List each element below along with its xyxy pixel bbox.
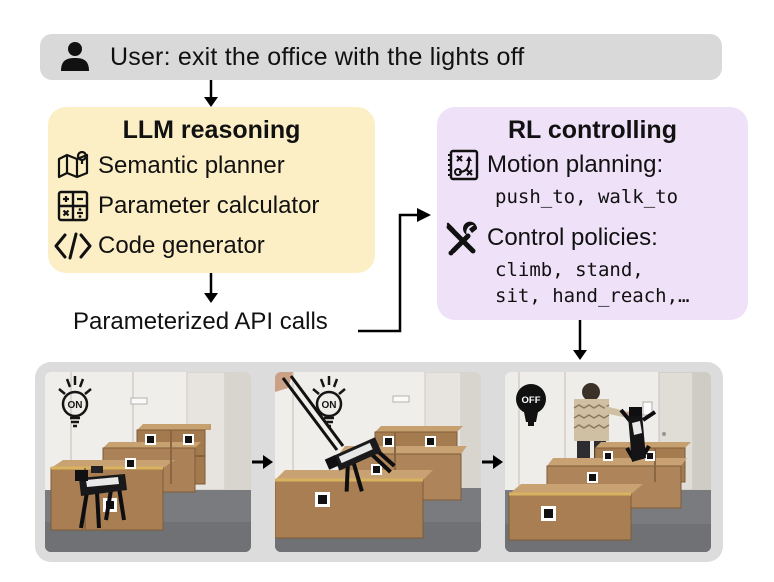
- april-tag: [315, 436, 436, 507]
- user-instruction-text: User: exit the office with the lights of…: [110, 42, 525, 71]
- user-instruction-bar: User: exit the office with the lights of…: [40, 34, 722, 80]
- robot-quadruped: [324, 437, 396, 492]
- api-calls-label: Parameterized API calls: [73, 308, 328, 335]
- tools-icon: [437, 220, 487, 256]
- llm-item-label: Parameter calculator: [98, 192, 320, 219]
- rl-item-control-policies: Control policies:: [437, 219, 748, 257]
- robot-upright: [619, 407, 657, 462]
- llm-item-code-generator: Code generator: [48, 226, 375, 266]
- leash: [275, 372, 345, 451]
- experiment-photo-strip: ON: [35, 362, 723, 562]
- handler-hand: [275, 372, 293, 392]
- arrow-user-to-llm: [204, 80, 218, 107]
- rl-box-title: RL controlling: [508, 116, 677, 144]
- llm-item-label: Semantic planner: [98, 152, 285, 179]
- calculator-icon: [48, 189, 98, 223]
- arrow-photo1-to-photo2: [251, 453, 275, 471]
- rl-item-label: Motion planning:: [487, 151, 664, 178]
- arrow-llm-to-api: [204, 273, 218, 303]
- llm-box-title: LLM reasoning: [122, 116, 301, 144]
- person-icon: [61, 42, 89, 71]
- strategy-icon: [437, 148, 487, 182]
- code-icon: [48, 232, 98, 260]
- motion-planning-apis: push_to, walk_to: [495, 186, 679, 208]
- lightbulb-on-icon: ON: [312, 376, 346, 428]
- rl-item-motion-planning: Motion planning:: [437, 146, 748, 184]
- rl-item-label: Control policies:: [487, 224, 658, 251]
- arrow-api-to-rl: [358, 208, 431, 333]
- control-policy-apis-line2: sit, hand_reach,…: [495, 285, 690, 307]
- lightbulb-on-icon: ON: [58, 376, 92, 428]
- control-policy-apis-line1: climb, stand,: [495, 259, 644, 281]
- photo-frame-2: ON: [275, 372, 481, 552]
- wall-panel: [130, 397, 148, 405]
- llm-reasoning-box: LLM reasoning Semantic planner: [48, 107, 375, 273]
- box-stairs: [50, 424, 211, 531]
- wall-panel: [392, 395, 410, 403]
- light-status-label: ON: [322, 400, 337, 411]
- light-status-label: OFF: [522, 395, 541, 406]
- lightbulb-off-icon: OFF: [516, 384, 546, 426]
- map-icon: [48, 150, 98, 182]
- door-handle: [662, 432, 666, 436]
- arrow-rl-to-photos: [573, 320, 587, 360]
- llm-item-semantic-planner: Semantic planner: [48, 146, 375, 186]
- llm-item-parameter-calculator: Parameter calculator: [48, 186, 375, 226]
- llm-item-label: Code generator: [98, 232, 265, 259]
- robot-quadruped: [75, 466, 127, 529]
- rl-controlling-box: RL controlling: [437, 107, 748, 320]
- arrow-photo2-to-photo3: [481, 453, 505, 471]
- photo-frame-1: ON: [45, 372, 251, 552]
- april-tag: [541, 451, 655, 521]
- photo-frame-3: OFF: [505, 372, 711, 552]
- box-stairs: [508, 442, 691, 541]
- light-status-label: ON: [68, 400, 83, 411]
